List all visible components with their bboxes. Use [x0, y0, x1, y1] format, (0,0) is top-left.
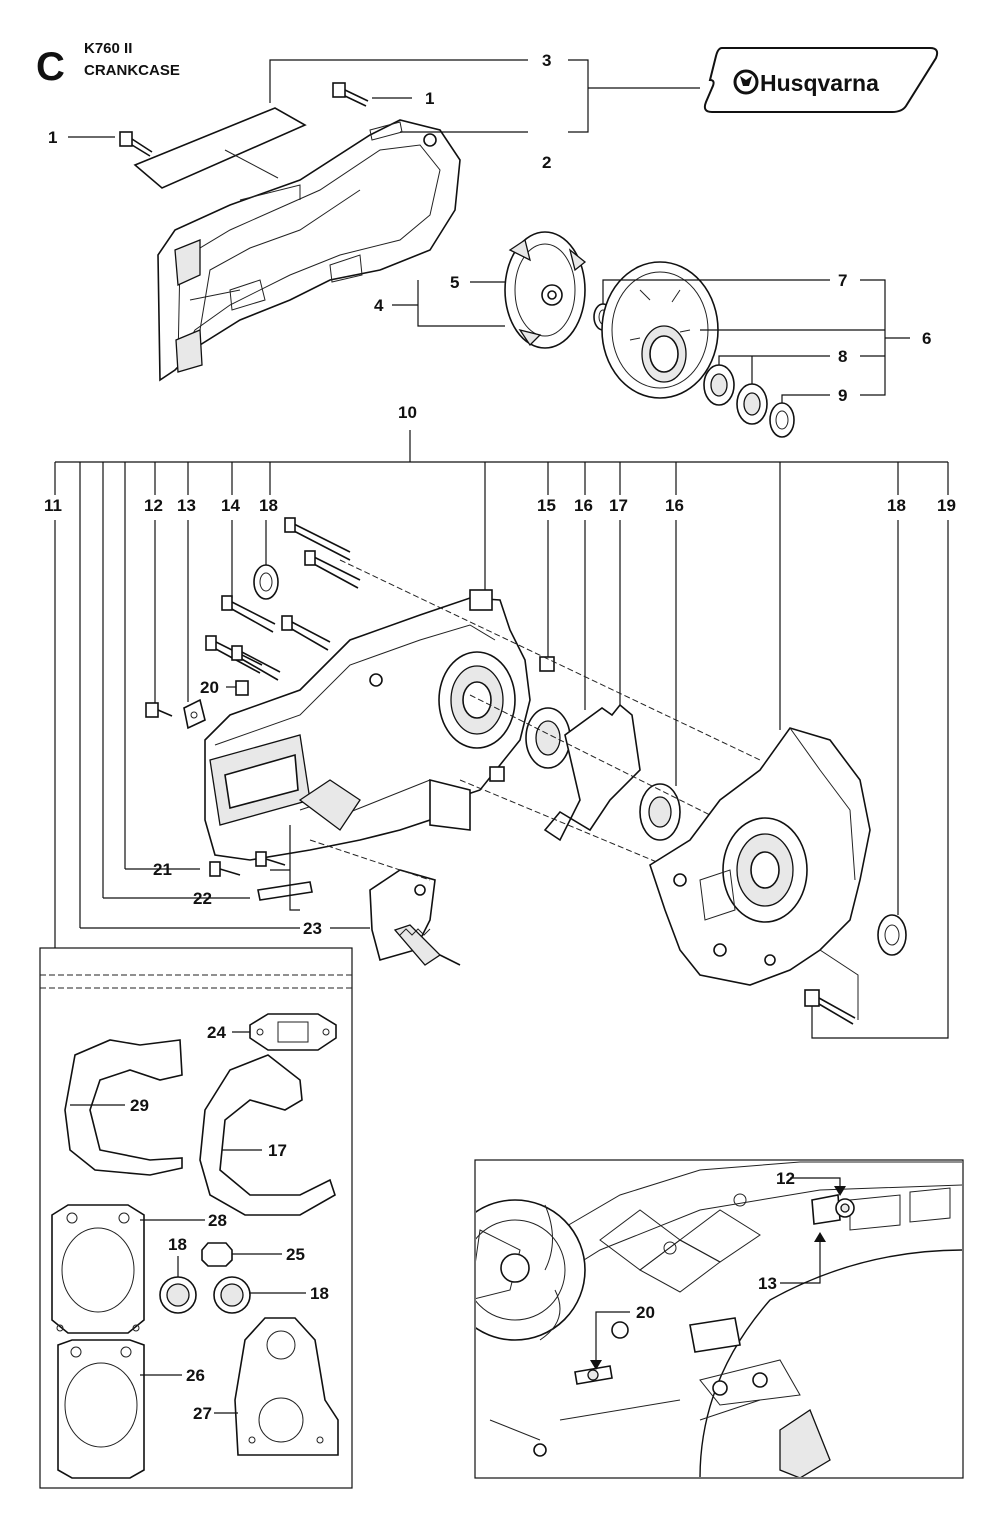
callout-20: 20	[200, 678, 219, 697]
callout-9: 9	[838, 386, 847, 405]
callout-19: 19	[937, 496, 956, 515]
kit-callout-17: 17	[268, 1141, 287, 1160]
seal-part-18-left	[253, 564, 279, 600]
strap-part-22	[255, 851, 313, 901]
husqvarna-crown-icon	[733, 69, 759, 95]
callout-15: 15	[537, 496, 556, 515]
crankcase-exploded-view	[80, 517, 949, 1039]
callout-7: 7	[838, 271, 847, 290]
callout-13: 13	[177, 496, 196, 515]
callout-8: 8	[838, 347, 847, 366]
gasket-part-24	[249, 1013, 337, 1051]
callout-18-right: 18	[887, 496, 906, 515]
kit-callout-18-b: 18	[310, 1284, 329, 1303]
crankcase-half-right	[649, 727, 871, 986]
gasket-part-29	[64, 1039, 183, 1176]
callout-1-left: 1	[48, 128, 57, 147]
callout-1-top: 1	[425, 89, 434, 108]
seal-part-18-kit-b	[213, 1276, 251, 1314]
callout-18-left: 18	[259, 496, 278, 515]
bearing-part-8-b	[736, 383, 768, 425]
callout-23: 23	[303, 919, 322, 938]
seal-part-9	[769, 402, 795, 438]
bearing-part-8-a	[703, 364, 735, 406]
kit-callout-24: 24	[207, 1023, 226, 1042]
callout-14: 14	[221, 496, 240, 515]
seal-part-18-kit-a	[159, 1276, 197, 1314]
callout-16-left: 16	[574, 496, 593, 515]
screw-part-12	[145, 702, 173, 718]
bolts-part-14	[205, 517, 361, 681]
callout-3: 3	[542, 51, 551, 70]
clutch-cover	[157, 119, 461, 382]
nut-part-20	[235, 680, 249, 696]
callout-12: 12	[144, 496, 163, 515]
kit-callout-25: 25	[286, 1245, 305, 1264]
detail-view-panel	[474, 1159, 964, 1479]
callout-6: 6	[922, 329, 931, 348]
callout-10: 10	[398, 403, 417, 422]
husqvarna-logo: Husqvarna	[703, 47, 939, 113]
screw-part-21	[209, 861, 241, 877]
gasket-part-17-kit	[199, 1054, 336, 1216]
crankcase-bracket	[54, 430, 949, 928]
clutch-assembly	[392, 231, 910, 438]
callout-16-right: 16	[665, 496, 684, 515]
screw-part-19	[804, 949, 859, 1025]
gasket-kit-bag	[39, 520, 353, 1489]
support-part-23	[369, 869, 461, 966]
clutch-cover-assembly	[68, 59, 700, 382]
crankcase-half-left	[204, 589, 531, 861]
clutch-drum-part-6	[601, 261, 719, 399]
callout-2: 2	[542, 153, 551, 172]
detail-callout-20: 20	[636, 1303, 655, 1322]
gasket-part-26	[57, 1339, 145, 1479]
bolt-part-1-left	[119, 131, 153, 157]
callout-17: 17	[609, 496, 628, 515]
dowel-pins-part-15	[489, 656, 555, 782]
kit-callout-27: 27	[193, 1404, 212, 1423]
bearing-part-16-left	[525, 707, 571, 769]
kit-callout-26: 26	[186, 1366, 205, 1385]
cover-decal	[133, 107, 307, 189]
bearing-part-16-right	[639, 783, 681, 841]
kit-callout-29: 29	[130, 1096, 149, 1115]
callout-21: 21	[153, 860, 172, 879]
page-title: CRANKCASE	[84, 62, 180, 79]
section-letter: C	[36, 45, 65, 89]
detail-callout-13: 13	[758, 1274, 777, 1293]
bolt-part-1-top	[332, 82, 369, 107]
detail-callout-12: 12	[776, 1169, 795, 1188]
gasket-part-27	[234, 1317, 339, 1456]
model-name: K760 II	[84, 40, 132, 57]
callout-22: 22	[193, 889, 212, 908]
callout-5: 5	[450, 273, 459, 292]
seal-part-18-right	[877, 914, 907, 956]
callout-4: 4	[374, 296, 384, 315]
callout-11: 11	[44, 496, 62, 515]
gasket-part-28	[51, 1204, 145, 1334]
gasket-part-25	[201, 1242, 233, 1267]
clutch-shoes-part-5	[504, 231, 587, 349]
kit-callout-28: 28	[208, 1211, 227, 1230]
kit-callout-18-a: 18	[168, 1235, 187, 1254]
logo-text: Husqvarna	[760, 70, 879, 96]
bracket-part-13	[183, 698, 206, 730]
page-header: C K760 II CRANKCASE	[36, 40, 180, 89]
